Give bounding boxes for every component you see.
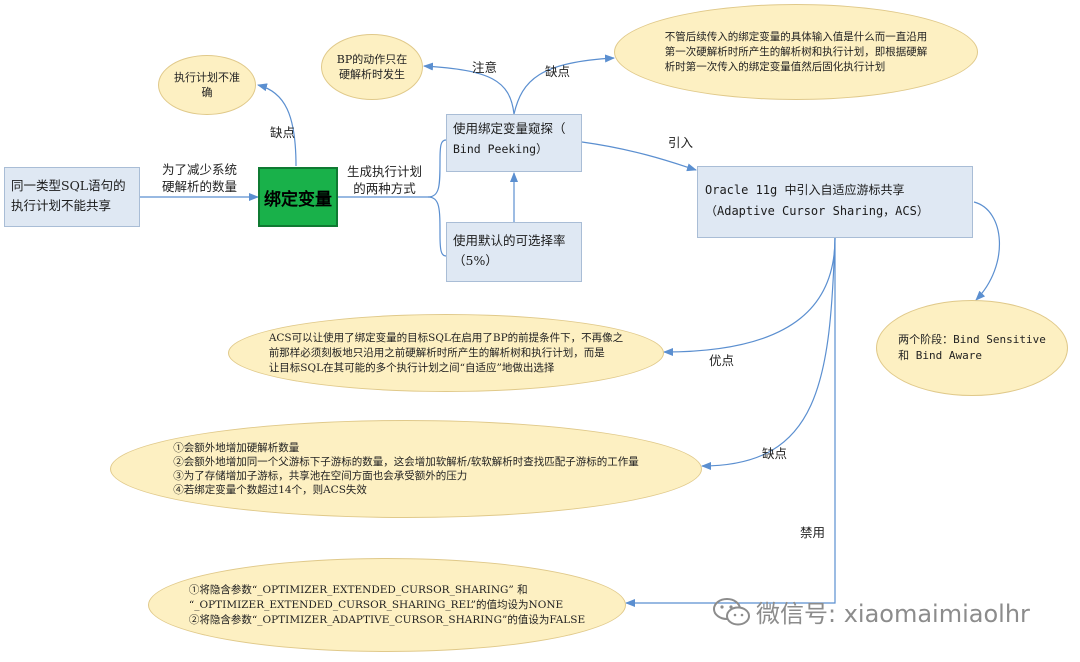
edge-acs-to-drawbacks (701, 237, 836, 470)
edge-acs-to-disable (625, 238, 836, 607)
disable-line-1: ①将隐含参数“_OPTIMIZER_EXTENDED_CURSOR_SHARIN… (188, 583, 528, 596)
edge-bind-peeking-to-acs (581, 141, 697, 172)
two-phases-line-1: 两个阶段：Bind Sensitive (898, 333, 1046, 346)
acs-advantage-line-3: 让目标SQL在其可能的多个执行计划之间“自适应”地做出选择 (268, 361, 555, 374)
bp-hard-parse-bubble: BP的动作只在 硬解析时发生 (321, 34, 423, 100)
bp-hard-parse-line-2: 硬解析时发生 (339, 68, 405, 81)
bind-variable-node: 绑定变量 (258, 167, 338, 227)
acs-drawbacks-line-3: ③为了存储增加子游标，共享池在空间方面也会承受额外的压力 (173, 470, 468, 482)
introduce-label: 引入 (668, 135, 694, 150)
two-ways-line-1: 生成执行计划 (347, 164, 423, 179)
default-selectivity-node: 使用默认的可选择率 （5%） (446, 222, 582, 282)
acs-advantage-bubble: ACS可以让使用了绑定变量的目标SQL在启用了BP的前提条件下，不再像之 前那样… (228, 314, 664, 392)
two-phases-line-2: 和 Bind Aware (898, 349, 982, 362)
problem-node: 同一类型SQL语句的 执行计划不能共享 (4, 167, 140, 227)
bp-drawback-line-2: 第一次硬解析时所产生的解析树和执行计划，即根据硬解 (664, 45, 928, 58)
edge-bind-variable-to-inaccurate-plan (257, 83, 297, 167)
wechat-icon (713, 597, 750, 625)
drawback-label-1: 缺点 (270, 125, 296, 140)
problem-line-2: 执行计划不能共享 (11, 198, 112, 213)
inaccurate-plan-bubble: 执行计划不准 确 (158, 55, 256, 115)
disable-bubble: ①将隐含参数“_OPTIMIZER_EXTENDED_CURSOR_SHARIN… (148, 558, 626, 652)
watermark-text: 微信号: xiaomaimiaolhr (756, 600, 1030, 628)
watermark: 微信号: xiaomaimiaolhr (712, 594, 1030, 629)
edge-acs-to-two-phases (973, 201, 1000, 301)
acs-drawbacks-line-2: ②会额外地增加同一个父游标下子游标的数量，这会增加软解析/软软解析时查找匹配子游… (173, 456, 639, 468)
bind-variable-label: 绑定变量 (264, 189, 332, 210)
drawback-label-3: 缺点 (762, 446, 788, 461)
acs-drawbacks-line-1: ①会额外地增加硬解析数量 (173, 442, 300, 454)
drawback-label-2: 缺点 (545, 64, 571, 79)
acs-drawbacks-line-4: ④若绑定变量个数超过14个，则ACS失效 (173, 484, 367, 496)
acs-advantage-line-2: 前那样必须刻板地只沿用之前硬解析时所产生的解析树和执行计划，而是 (268, 346, 605, 359)
bp-drawback-line-3: 析时第一次传入的绑定变量值然后固化执行计划 (664, 60, 886, 73)
acs-line-1: Oracle 11g 中引入自适应游标共享 (705, 183, 905, 197)
advantage-label: 优点 (709, 353, 735, 368)
two-phases-bubble: 两个阶段：Bind Sensitive 和 Bind Aware (876, 300, 1068, 396)
disable-line-3: ②将隐含参数“_OPTIMIZER_ADAPTIVE_CURSOR_SHARIN… (188, 613, 586, 626)
bp-drawback-line-1: 不管后续传入的绑定变量的具体输入值是什么而一直沿用 (664, 30, 928, 43)
two-ways-line-2: 的两种方式 (353, 181, 416, 196)
acs-drawbacks-bubble: ①会额外地增加硬解析数量 ②会额外地增加同一个父游标下子游标的数量，这会增加软解… (110, 420, 702, 518)
disable-line-2: “_OPTIMIZER_EXTENDED_CURSOR_SHARING_REL”… (188, 598, 564, 611)
edge-bind-peeking-to-drawback (513, 54, 615, 115)
disable-label: 禁用 (800, 525, 826, 540)
default-selectivity-line-1: 使用默认的可选择率 (453, 233, 566, 248)
edge-bind-variable-to-bind-peeking (337, 139, 447, 198)
edge-bind-peeking-to-hard-parse-note (423, 62, 515, 115)
bind-peeking-line-1: 使用绑定变量窥探（ (453, 121, 566, 136)
problem-line-1: 同一类型SQL语句的 (11, 178, 126, 193)
inaccurate-plan-line-1: 执行计划不准 (174, 71, 240, 84)
bp-drawback-bubble: 不管后续传入的绑定变量的具体输入值是什么而一直沿用 第一次硬解析时所产生的解析树… (614, 4, 978, 100)
bind-peeking-line-2: Bind Peeking） (453, 142, 548, 156)
inaccurate-plan-line-2: 确 (201, 86, 213, 99)
bind-peeking-node: 使用绑定变量窥探（ Bind Peeking） (446, 114, 582, 172)
reduce-hard-parse-label: 为了减少系统 硬解析的数量 (162, 161, 237, 195)
acs-node: Oracle 11g 中引入自适应游标共享 （Adaptive Cursor S… (697, 166, 973, 238)
two-ways-label: 生成执行计划 的两种方式 (347, 163, 422, 197)
note-label: 注意 (472, 60, 498, 75)
edge-acs-to-advantage (663, 237, 836, 356)
acs-line-2: （Adaptive Cursor Sharing，ACS） (705, 204, 929, 218)
acs-advantage-line-1: ACS可以让使用了绑定变量的目标SQL在启用了BP的前提条件下，不再像之 (268, 331, 624, 344)
reduce-hard-parse-line-1: 为了减少系统 (162, 162, 238, 177)
bp-hard-parse-line-1: BP的动作只在 (336, 53, 408, 66)
default-selectivity-line-2: （5%） (453, 253, 498, 268)
reduce-hard-parse-line-2: 硬解析的数量 (162, 179, 238, 194)
edge-bind-variable-to-default-selectivity (427, 196, 447, 257)
